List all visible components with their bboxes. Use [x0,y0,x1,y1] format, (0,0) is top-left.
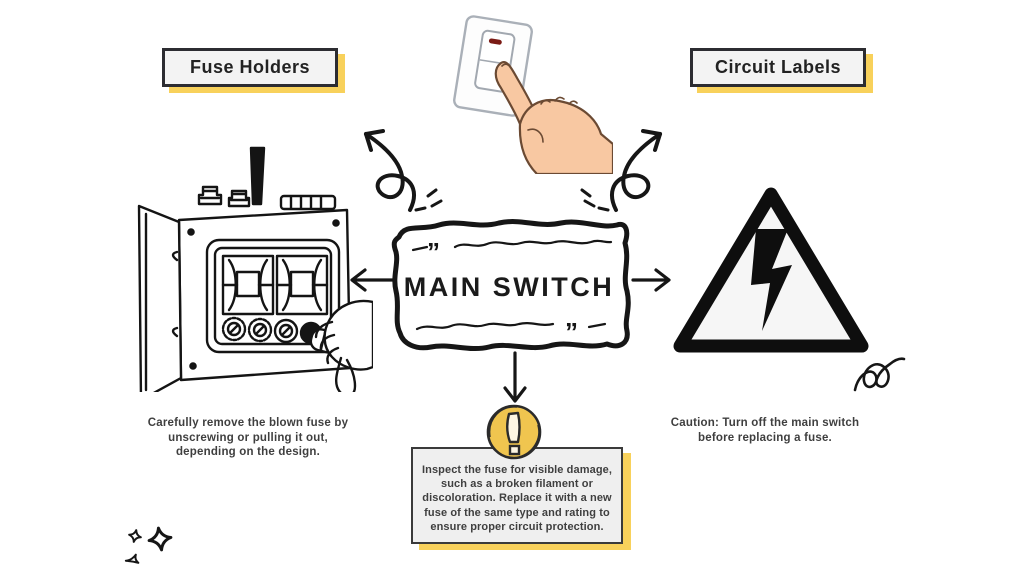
fuse-box-icon [137,146,373,392]
left-note: Carefully remove the blown fuse by unscr… [138,416,358,460]
fuse-holders-label: Fuse Holders [162,48,338,87]
note-line: before replacing a fuse. [698,431,832,444]
fuse-holders-label-text: Fuse Holders [189,57,311,77]
spiral-doodle-icon [853,357,906,392]
arrow-down-icon [503,351,527,403]
light-switch-icon [453,15,613,174]
note-line: ensure proper circuit protection. [430,520,604,533]
right-note: Caution: Turn off the main switch before… [653,416,877,445]
bottom-note: Inspect the fuse for visible damage, suc… [413,463,621,534]
circuit-labels-label: Circuit Labels [690,48,866,87]
note-line: Caution: Turn off the main switch [670,417,860,429]
exclamation-icon [486,404,542,460]
note-line: Inspect the fuse for visible damage, [421,463,613,476]
curly-arrow-left-icon [364,129,443,212]
arrow-right-icon [631,268,671,292]
note-line: discoloration. Replace it with a new [422,492,612,505]
main-switch-frame: ” ” MAIN SWITCH [391,219,631,352]
circuit-labels-label-text: Circuit Labels [714,57,842,77]
note-line: depending on the design. [175,446,321,458]
note-line: such as a broken filament or [441,478,593,491]
curly-arrow-right-icon [580,129,662,212]
sparkle-doodles-icon [124,526,173,564]
top-quote-mark: ” [427,237,440,267]
note-line: unscrewing or pulling it out, [168,431,328,444]
main-switch-title: MAIN SWITCH [404,272,614,302]
high-voltage-triangle-icon [673,187,869,353]
arrow-left-icon [350,268,396,292]
bottom-quote-mark: ” [565,317,578,347]
note-line: Carefully remove the blown fuse by [147,417,349,429]
inspection-instruction-box: Inspect the fuse for visible damage, suc… [411,447,623,544]
note-line: fuse of the same type and rating to [424,506,610,519]
